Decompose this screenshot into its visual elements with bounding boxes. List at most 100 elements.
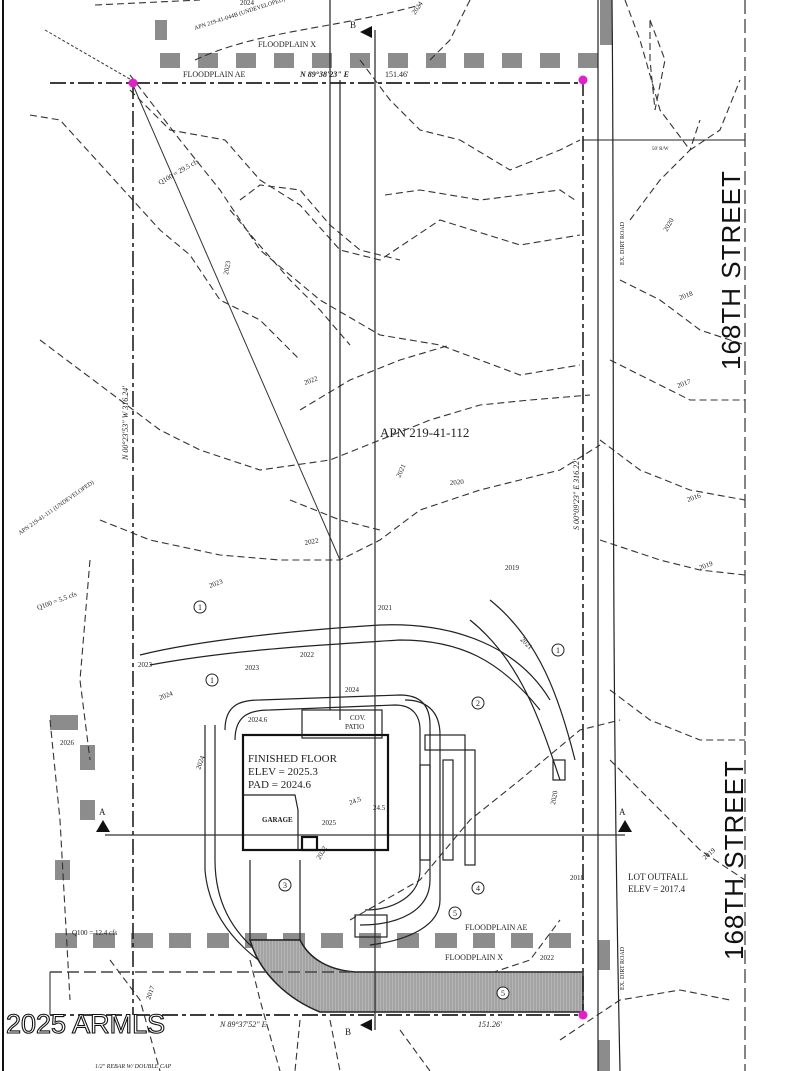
- contour-lines: [29, 0, 746, 1071]
- contour-label: 2021: [395, 462, 408, 479]
- corner-markers: [128, 75, 588, 1020]
- floodplain-band-segment: [359, 933, 381, 948]
- apn-main-label: APN 219-41-112: [380, 425, 469, 440]
- contour-label: 2023: [245, 664, 260, 672]
- section-a-right: A: [619, 807, 626, 817]
- floodplain-band-segment: [169, 933, 191, 948]
- floodplain-band-segment: [55, 860, 70, 880]
- apn-west-label: APN 219-41-111 (UNDEVELOPED): [17, 479, 95, 537]
- floodplain-band-segment: [598, 1040, 610, 1071]
- floodplain-band-segment: [50, 715, 78, 730]
- finished-floor-line1: FINISHED FLOOR: [248, 753, 338, 765]
- west-bearing: N 00°23'53" W 316.24': [121, 386, 130, 461]
- finished-floor-line2: ELEV = 2025.3: [248, 766, 318, 778]
- garage-label: GARAGE: [262, 816, 293, 824]
- contour-label: 2021: [378, 604, 393, 612]
- contour-label: 2019: [698, 559, 714, 571]
- floodplain-band-segment: [397, 933, 419, 948]
- floodplain-band-segment: [388, 53, 408, 68]
- south-distance: 151.26': [478, 1020, 502, 1029]
- floodplain-band-segment: [473, 933, 495, 948]
- section-b-top: B: [350, 20, 356, 30]
- floodplain-band-segment: [578, 53, 598, 68]
- lot-outfall-line1: LOT OUTFALL: [628, 872, 688, 882]
- contour-label: 2023: [208, 577, 224, 589]
- floodplain-band-segment: [598, 940, 610, 970]
- floodplain-band-segment: [274, 53, 294, 68]
- floodplain-band-segment: [321, 933, 343, 948]
- keynote-number: 5: [453, 909, 457, 918]
- flow-top: Q100 = 29.5 cfs: [157, 157, 200, 187]
- section-b-bottom: B: [345, 1027, 351, 1037]
- floodplain-band-segment: [198, 53, 218, 68]
- floodplain-band-segment: [55, 933, 77, 948]
- keynote-circle: [205, 673, 219, 687]
- floodplain-ae-bottom: FLOODPLAIN AE: [465, 923, 528, 932]
- contour-label: 2024: [345, 686, 360, 694]
- keynote-circle: [471, 881, 485, 895]
- contour-label: 2019: [701, 846, 717, 861]
- floodplain-band-segment: [540, 53, 560, 68]
- floodplain-band-segment: [160, 53, 180, 68]
- south-bearing: N 89°37'52" E: [219, 1020, 267, 1029]
- floodplain-band-segment: [435, 933, 457, 948]
- contour-label: 2017: [676, 377, 692, 389]
- contour-label: 2022: [304, 537, 320, 547]
- street-name-top: 168TH STREET: [716, 170, 746, 370]
- contour-label: 24.5: [348, 795, 363, 807]
- property-boundary: [44, 29, 584, 1016]
- keynote-circle: [278, 878, 292, 892]
- floodplain-band-segment: [549, 933, 571, 948]
- keynote-number: 1: [198, 603, 202, 612]
- floodplain-band-segment: [600, 0, 612, 45]
- floodplain-x-top: FLOODPLAIN X: [258, 40, 316, 49]
- contour-label: 2020: [662, 216, 676, 233]
- dirt-road-top: EX. DIRT ROAD: [620, 221, 626, 265]
- contour-label: 2016: [686, 491, 702, 503]
- keynote-number: 3: [283, 881, 287, 890]
- contour-label: 2023: [138, 661, 153, 669]
- keynote-number: 4: [476, 884, 480, 893]
- contour-label: 2025: [322, 819, 337, 827]
- retention-basin: [249, 939, 584, 1013]
- keynote-circle: [551, 643, 565, 657]
- patio-line2: PATIO: [345, 723, 364, 731]
- keynote-number: 1: [210, 676, 214, 685]
- contour-label: 2024.6: [248, 716, 268, 724]
- contour-label: 2020: [449, 478, 464, 487]
- floodplain-band-segment: [236, 53, 256, 68]
- floodplain-band-segment: [155, 20, 167, 40]
- floodplain-band-segment: [312, 53, 332, 68]
- contour-label: 2022: [303, 374, 319, 386]
- row-label: 50' R/W: [652, 147, 669, 152]
- contour-label: 2018: [570, 874, 585, 882]
- east-bearing: S 00°09'23" E 316.22': [572, 459, 581, 530]
- floodplain-band-segment: [502, 53, 522, 68]
- contour-label: 2021: [519, 636, 535, 652]
- contour-label: 2024: [410, 0, 425, 16]
- floodplain-band-segment: [511, 933, 533, 948]
- flow-bottom: Q100 = 12.4 cfs: [72, 929, 117, 937]
- contour-label: 2026: [60, 739, 75, 747]
- rebar-note: 1/2" REBAR W/ DOUBLE CAP: [95, 1064, 172, 1070]
- watermark: 2025 ARMLS: [6, 1009, 165, 1039]
- lot-outfall-line2: ELEV = 2017.4: [628, 884, 686, 894]
- keynote-number: 5: [501, 989, 505, 998]
- road-lines: [583, 0, 746, 1071]
- contour-label: 2019: [505, 564, 520, 572]
- contour-label: 2022: [540, 954, 555, 962]
- floodplain-band-segment: [464, 53, 484, 68]
- floodplain-x-bottom: FLOODPLAIN X: [445, 953, 503, 962]
- contour-label: 24.5: [373, 804, 386, 812]
- floodplain-band-segment: [80, 745, 95, 770]
- floodplain-ae-top: FLOODPLAIN AE: [183, 70, 246, 79]
- contour-label: 2018: [678, 289, 694, 301]
- dirt-road-bottom: EX. DIRT ROAD: [620, 946, 626, 990]
- contour-label: 2023: [222, 260, 232, 276]
- keynote-number: 2: [476, 699, 480, 708]
- flow-mid: Q100 = 5.5 cfs: [36, 590, 78, 612]
- north-bearing: N 89°38'23" E: [299, 70, 349, 79]
- floodplain-band-segment: [131, 933, 153, 948]
